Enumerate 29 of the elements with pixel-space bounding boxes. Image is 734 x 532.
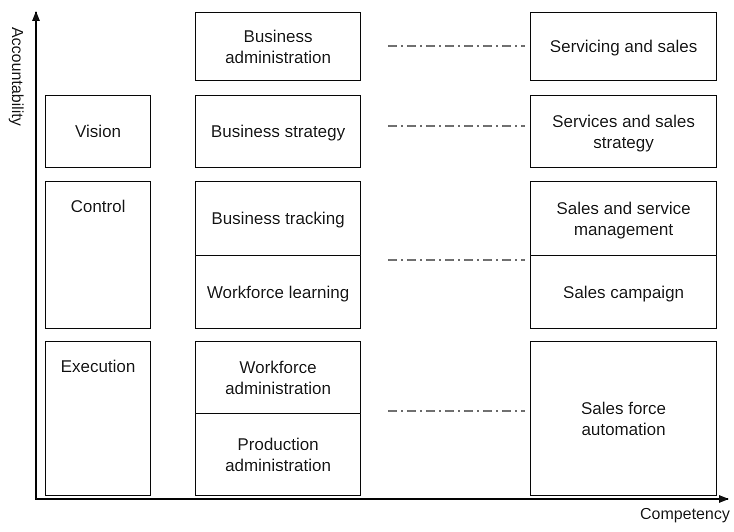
component-box (195, 181, 361, 256)
component-label: Business strategy (210, 121, 346, 142)
component-label: Servicing and sales (548, 36, 698, 57)
component-box (195, 12, 361, 81)
component-label: Business administration (224, 26, 332, 68)
row-header-box (45, 95, 151, 168)
component-label: Workforce learning (206, 282, 350, 302)
component-label: Business tracking (210, 208, 346, 229)
component-label: Services and sales strategy (551, 110, 696, 152)
component-box (195, 341, 361, 414)
component-box (195, 413, 361, 496)
component-box (195, 95, 361, 168)
component-label: Workforce administration (224, 356, 332, 398)
component-label: Sales campaign (562, 282, 685, 302)
row-header-box (45, 181, 151, 329)
component-box (530, 181, 717, 256)
component-label: Vision (74, 121, 122, 142)
component-label: Execution (60, 356, 136, 377)
component-label: Sales force automation (580, 398, 668, 440)
component-box (530, 255, 717, 329)
component-box (530, 95, 717, 168)
component-label: Production administration (224, 434, 332, 476)
component-label: Sales and service management (555, 198, 692, 240)
row-header-box (45, 341, 151, 496)
axis-label: Competency (640, 506, 730, 524)
component-box (530, 12, 717, 81)
component-box (195, 255, 361, 329)
component-label: Control (70, 196, 126, 217)
component-box (530, 341, 717, 496)
